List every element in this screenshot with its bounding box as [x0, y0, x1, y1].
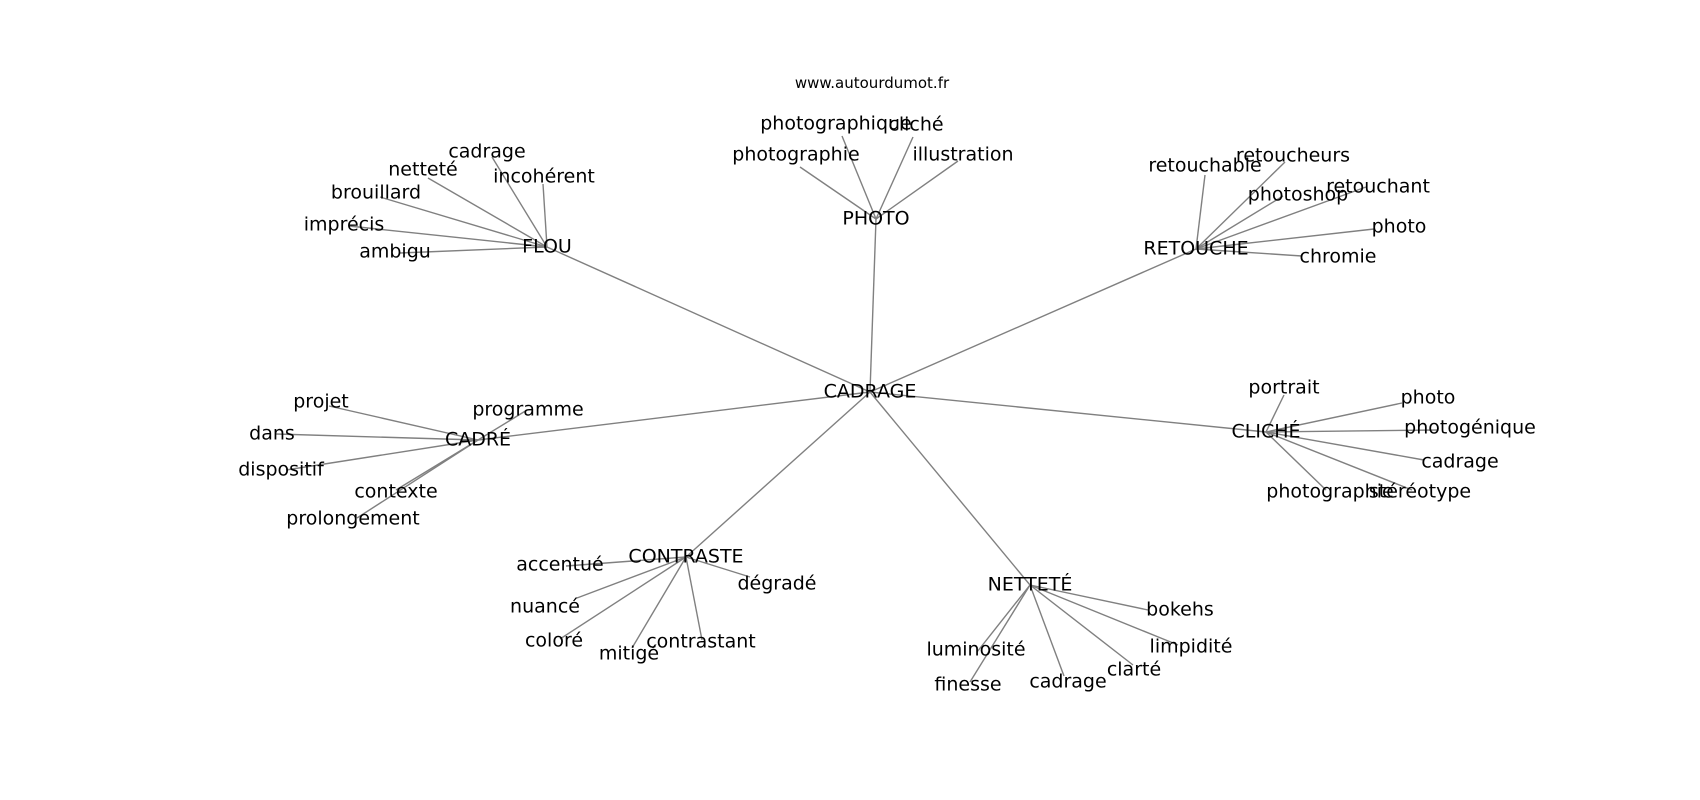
leaf-node-flou[interactable]: netteté	[388, 159, 457, 181]
edges-layer	[275, 135, 1439, 683]
edge-retouche-leaf	[1195, 161, 1286, 250]
edge-contraste-leaf	[559, 556, 687, 640]
center-node-label[interactable]: CADRAGE	[824, 381, 917, 403]
edge-flou-leaf	[491, 156, 548, 248]
edge-cadre-leaf	[356, 439, 479, 519]
edge-nettete-leaf	[969, 584, 1031, 683]
leaf-node-flou[interactable]: imprécis	[304, 214, 385, 236]
leaf-node-cliche[interactable]: portrait	[1248, 377, 1319, 399]
leaf-node-cadre[interactable]: projet	[293, 391, 349, 413]
leaf-node-cliche[interactable]: stéréotype	[1369, 481, 1471, 503]
hub-node-contraste[interactable]: CONTRASTE	[628, 546, 743, 568]
edge-cadre-leaf	[285, 439, 479, 471]
leaf-node-cadre[interactable]: prolongement	[286, 508, 419, 530]
edge-center-flou	[546, 246, 871, 393]
leaf-node-photo[interactable]: photographie	[732, 144, 859, 166]
hub-node-photo[interactable]: PHOTO	[842, 208, 909, 230]
leaf-node-cliche[interactable]: photographie	[1266, 481, 1393, 503]
edge-nettete-leaf	[1029, 584, 1179, 646]
leaf-node-contraste[interactable]: dégradé	[737, 573, 816, 595]
leaf-node-cadre[interactable]: dans	[249, 423, 295, 445]
leaf-node-retouche[interactable]: retoucheurs	[1236, 145, 1350, 167]
leaf-node-contraste[interactable]: coloré	[525, 630, 583, 652]
edge-center-cadre	[477, 391, 871, 441]
leaf-node-nettete[interactable]: clarté	[1107, 659, 1161, 681]
edge-contraste-leaf	[565, 556, 687, 567]
edge-center-contraste	[685, 391, 871, 558]
leaf-node-cliche[interactable]: photo	[1401, 387, 1456, 409]
edge-cliche-leaf	[1265, 394, 1285, 433]
leaf-node-photo[interactable]: cliché	[888, 114, 943, 136]
leaf-node-flou[interactable]: ambigu	[359, 241, 431, 263]
edge-nettete-leaf	[1029, 584, 1065, 677]
edge-flou-leaf	[399, 246, 548, 254]
leaf-node-cliche[interactable]: cadrage	[1421, 451, 1498, 473]
edge-center-nettete	[869, 391, 1031, 586]
edge-retouche-leaf	[1195, 195, 1284, 250]
edge-photo-leaf	[875, 136, 914, 220]
leaf-node-flou[interactable]: cadrage	[448, 141, 525, 163]
leaf-node-cadre[interactable]: contexte	[354, 481, 437, 503]
edge-cliche-leaf	[1265, 402, 1403, 433]
edge-flou-leaf	[348, 225, 548, 248]
edge-flou-leaf	[542, 183, 548, 248]
edge-center-cliche	[869, 391, 1267, 433]
leaf-node-retouche[interactable]: photoshop	[1248, 184, 1348, 206]
edge-cadre-leaf	[477, 409, 528, 441]
leaf-node-flou[interactable]: brouillard	[331, 182, 421, 204]
edge-cliche-leaf	[1265, 431, 1327, 491]
leaf-node-photo[interactable]: photographique	[760, 113, 912, 135]
edge-contraste-leaf	[685, 556, 703, 641]
edge-contraste-leaf	[631, 556, 687, 649]
edge-nettete-leaf	[1029, 584, 1149, 611]
leaf-node-contraste[interactable]: nuancé	[510, 596, 580, 618]
edge-contraste-leaf	[685, 556, 751, 578]
edge-flou-leaf	[427, 177, 548, 248]
edge-retouche-leaf	[1195, 228, 1375, 250]
edge-retouche-leaf	[1195, 174, 1206, 250]
leaf-node-nettete[interactable]: limpidité	[1150, 636, 1233, 658]
leaf-node-retouche[interactable]: photo	[1372, 216, 1427, 238]
hub-node-nettete[interactable]: NETTETÉ	[988, 573, 1073, 596]
hub-node-retouche[interactable]: RETOUCHE	[1143, 238, 1248, 260]
leaf-node-nettete[interactable]: luminosité	[926, 639, 1025, 661]
edge-contraste-leaf	[576, 556, 687, 599]
leaf-node-photo[interactable]: illustration	[912, 144, 1013, 166]
leaf-node-retouche[interactable]: retouchable	[1148, 155, 1261, 177]
leaf-node-contraste[interactable]: contrastant	[646, 631, 756, 653]
edge-cadre-leaf	[275, 433, 479, 441]
source-credit: www.autourdumot.fr	[795, 74, 950, 92]
leaf-node-flou[interactable]: incohérent	[493, 166, 595, 188]
edge-photo-leaf	[799, 166, 877, 220]
leaf-node-contraste[interactable]: accentué	[516, 554, 603, 576]
leaf-node-cadre[interactable]: programme	[472, 399, 583, 421]
edge-center-photo	[869, 218, 877, 393]
edge-flou-leaf	[379, 196, 548, 248]
edge-nettete-leaf	[1029, 584, 1134, 666]
edge-center-retouche	[869, 248, 1197, 393]
leaf-node-retouche[interactable]: chromie	[1300, 246, 1377, 268]
leaf-node-nettete[interactable]: bokehs	[1146, 599, 1214, 621]
edge-cliche-leaf	[1265, 431, 1413, 491]
leaf-node-cliche[interactable]: photogénique	[1404, 417, 1536, 439]
edge-retouche-leaf	[1195, 186, 1367, 250]
leaf-node-nettete[interactable]: finesse	[934, 674, 1001, 696]
edge-photo-leaf	[875, 160, 959, 220]
edge-retouche-leaf	[1195, 248, 1303, 257]
hub-node-cadre[interactable]: CADRÉ	[445, 428, 511, 451]
edge-cadre-leaf	[328, 405, 479, 441]
edge-photo-leaf	[841, 135, 877, 220]
edge-cliche-leaf	[1265, 429, 1439, 433]
hub-node-flou[interactable]: FLOU	[522, 236, 572, 258]
hub-node-cliche[interactable]: CLICHÉ	[1231, 420, 1300, 443]
leaf-node-contraste[interactable]: mitigé	[599, 643, 659, 665]
leaf-node-nettete[interactable]: cadrage	[1029, 671, 1106, 693]
leaf-node-cadre[interactable]: dispositif	[238, 459, 325, 481]
edge-nettete-leaf	[976, 584, 1031, 653]
edge-cliche-leaf	[1265, 431, 1425, 461]
leaf-node-retouche[interactable]: retouchant	[1326, 176, 1430, 198]
